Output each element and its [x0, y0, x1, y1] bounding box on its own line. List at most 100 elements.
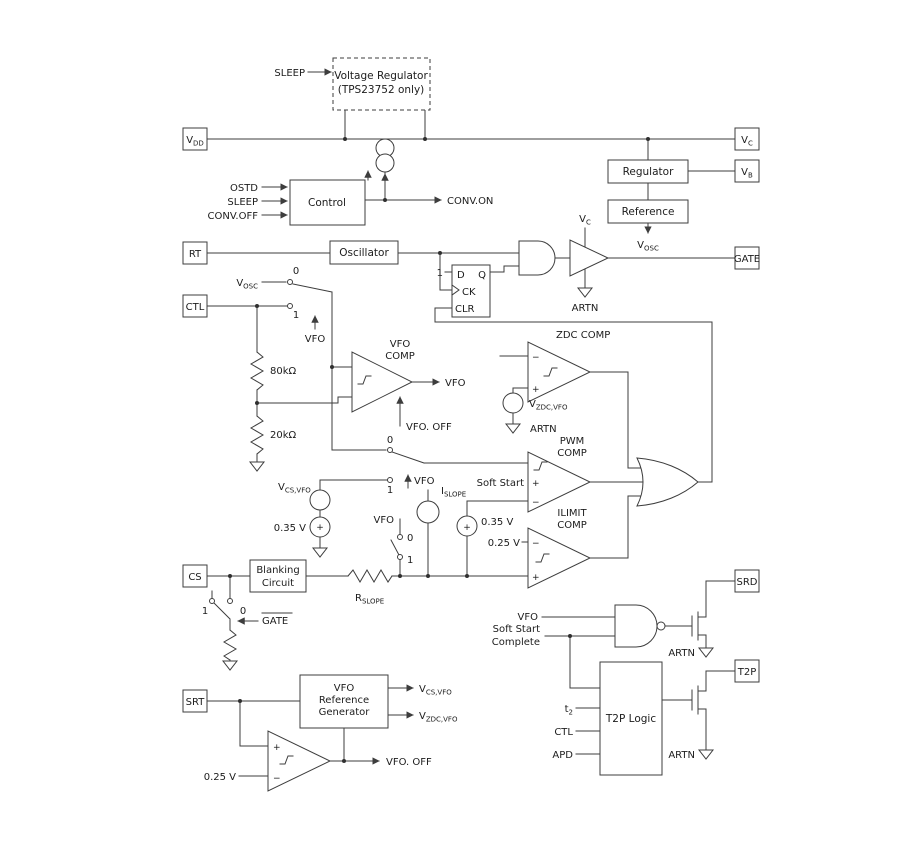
flipflop-d-label: D: [457, 270, 465, 281]
flipflop-d-input-label: 1: [437, 268, 443, 279]
vfo-nand-label: VFO: [518, 612, 539, 623]
junction-dots: [228, 137, 650, 763]
voltage-regulator-label-2: (TPS23752 only): [338, 84, 425, 96]
junction: [438, 251, 442, 255]
vfo-comp-label-2: COMP: [385, 351, 415, 362]
switch-contact: [227, 598, 233, 604]
switch-contact: [209, 598, 215, 604]
srt-plus-sign: +: [273, 743, 281, 753]
switch-contact: [287, 303, 293, 309]
hysteresis-icon: [533, 461, 548, 471]
pwm-plus-sign: +: [532, 479, 540, 489]
junction: [465, 574, 469, 578]
ilimit-comp-label-1: ILIMIT: [557, 508, 587, 519]
flipflop-q-label: Q: [478, 270, 486, 281]
artn-srd-label: ARTN: [668, 648, 695, 659]
vfo-off-comp-label: VFO. OFF: [406, 422, 452, 433]
vfo-off-srt-label: VFO. OFF: [386, 757, 432, 768]
pwm-comp-label-2: COMP: [557, 448, 587, 459]
resistor-rslope: [347, 569, 393, 583]
v035-source-icon-right: [456, 515, 478, 537]
ilimit-comparator: [527, 527, 592, 589]
rslope-label: RSLOPE: [355, 593, 384, 606]
artn-driver-label: ARTN: [572, 303, 599, 314]
pwm-comp-label-1: PWM: [560, 436, 585, 447]
pin-box-vdd: [182, 127, 208, 151]
voltage-regulator-label-1: Voltage Regulator: [334, 70, 428, 82]
srt-minus-sign: −: [273, 774, 281, 784]
resistor-20k: [250, 415, 264, 455]
resistor-80k-label: 80kΩ: [270, 366, 297, 377]
wires-oscillator-gate: [206, 227, 736, 483]
vfo-output-label: VFO: [445, 378, 466, 389]
pin-box-gate: [734, 246, 760, 270]
resistor-cs-switch: [223, 629, 237, 661]
ilimit-plus-sign: +: [532, 573, 540, 583]
apd-label: APD: [552, 750, 573, 761]
voltage-regulator-block: [332, 57, 431, 111]
switch-contact: [397, 554, 403, 560]
zdc-comp-label: ZDC COMP: [556, 330, 610, 341]
switch-contact: [387, 447, 393, 453]
ground-icon: [697, 749, 715, 760]
junction: [343, 137, 347, 141]
pin-box-cs: [182, 564, 208, 588]
oscillator-label: Oscillator: [339, 247, 389, 259]
v035-source-icon-left: [309, 516, 331, 538]
pin-box-ctl: [182, 294, 208, 318]
switch-contact: [397, 534, 403, 540]
vfo-comp-label-1: VFO: [390, 339, 411, 350]
switch-contact: [287, 279, 293, 285]
junction: [238, 699, 242, 703]
t2p-logic-block: [599, 661, 663, 776]
slope-switch-vfo-label: VFO: [374, 515, 395, 526]
zdc-comparator: [527, 341, 592, 403]
pin-label-srd: SRD: [737, 577, 758, 588]
vc-driver-label: VC: [579, 214, 591, 227]
nand-gate: [614, 604, 658, 648]
pwm-mux-pos1-label: 1: [387, 485, 393, 496]
ground-icon: [504, 423, 522, 434]
nand-bubble: [656, 621, 666, 631]
sleep-control-label: SLEEP: [227, 197, 258, 208]
junction: [228, 574, 232, 578]
wires-nand-mosfets: [541, 580, 736, 755]
gate-overline-label: GATE: [262, 616, 288, 627]
convoff-label: CONV.OFF: [208, 211, 259, 222]
sleep-top-label: SLEEP: [274, 68, 305, 79]
reference-block: [607, 199, 689, 224]
ctl-mux-pos1-label: 1: [293, 310, 299, 321]
junction: [423, 137, 427, 141]
pwm-comparator: [527, 451, 592, 513]
junction: [330, 365, 334, 369]
vfo-ref-gen-label-3: Generator: [319, 707, 371, 718]
islope-source-icon: [416, 500, 440, 524]
control-label: Control: [308, 197, 346, 209]
slope-switch-pos1-label: 1: [407, 555, 413, 566]
pin-label-vc: VC: [741, 135, 753, 148]
and-gate: [518, 240, 556, 276]
blanking-circuit-block: [249, 559, 307, 593]
gate-driver-buffer: [569, 239, 610, 277]
hysteresis-icon: [279, 755, 294, 765]
junction: [398, 574, 402, 578]
pin-label-gate: GATE: [734, 254, 760, 265]
current-source-icon: [375, 153, 395, 173]
vzdc-output-label: VZDC,VFO: [419, 711, 458, 724]
cs-switch-pos0-label: 0: [240, 606, 246, 617]
v035-left-plus-sign: +: [316, 523, 324, 533]
control-block: [289, 179, 366, 226]
junction: [255, 401, 259, 405]
vfo-reference-generator-block: [299, 674, 389, 729]
pin-label-vb: VB: [741, 167, 753, 180]
pwm-mux-vfo-label: VFO: [414, 476, 435, 487]
pin-label-vdd: VDD: [186, 135, 204, 148]
ctl-mux-pos0-label: 0: [293, 266, 299, 277]
hysteresis-icon: [535, 553, 550, 563]
pin-box-vc: [734, 127, 760, 151]
regulator-block: [607, 159, 689, 184]
wires-comparators: [319, 355, 644, 577]
oscillator-block: [329, 240, 399, 265]
flipflop-ck-label: CK: [462, 287, 476, 298]
